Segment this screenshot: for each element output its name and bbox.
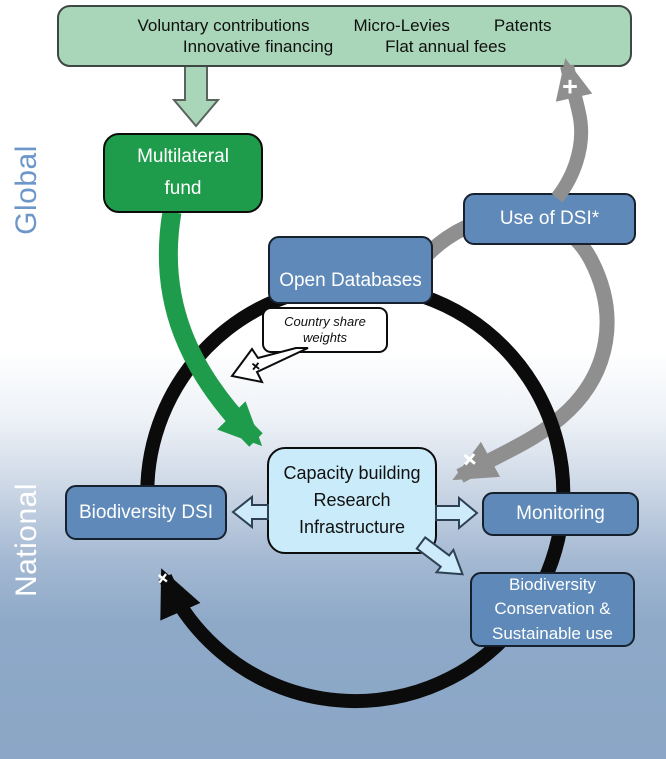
capacity-to-monitoring-arrow [435, 495, 479, 531]
cycle-multiply-icon: + [151, 566, 175, 592]
multilateral-to-capacity-arrow [158, 210, 263, 447]
multilateral-fund-node: Multilateral fund [103, 133, 263, 213]
callout-multiply-icon: + [246, 356, 266, 377]
funding-source-patents: Patents [493, 15, 552, 35]
biodiversity-dsi-node: Biodiversity DSI [65, 485, 227, 540]
funding-source-voluntary: Voluntary contributions [137, 15, 310, 35]
funding-source-innovative: Innovative financing [182, 36, 334, 56]
dsi-to-patents-arrow [551, 58, 593, 203]
funding-sources-row2: Innovative financing Flat annual fees [59, 36, 630, 57]
country-share-weights-callout: Country share weights [262, 307, 388, 353]
funding-source-micro-levies: Micro-Levies [353, 15, 450, 35]
capacity-building-node: Capacity building Research Infrastructur… [267, 447, 437, 554]
use-of-dsi-node: Use of DSI* [463, 193, 636, 245]
loop-multiply-icon: + [454, 443, 485, 476]
funding-sources-box: Voluntary contributions Micro-Levies Pat… [57, 5, 632, 67]
callout-tail [230, 347, 309, 384]
open-databases-node: Open Databases [268, 236, 433, 304]
patents-plus-icon: + [562, 71, 578, 101]
dsi-benefit-loop-arrow [418, 208, 615, 483]
global-scope-label: Global [10, 145, 43, 235]
capacity-to-biodiversity-dsi-arrow [231, 494, 269, 530]
national-scope-label: National [10, 482, 43, 598]
funding-sources-row1: Voluntary contributions Micro-Levies Pat… [59, 16, 630, 36]
conservation-node: Biodiversity Conservation & Sustainable … [470, 572, 635, 647]
funding-to-fund-arrow [171, 57, 221, 128]
funding-source-flat-fees: Flat annual fees [385, 36, 507, 56]
monitoring-node: Monitoring [482, 492, 639, 536]
